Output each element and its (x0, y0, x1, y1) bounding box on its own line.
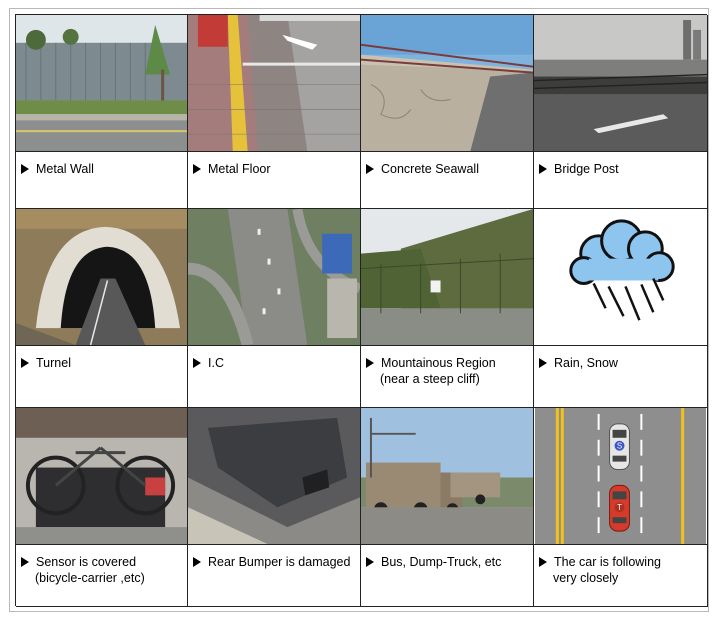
car-front-badge (614, 440, 625, 451)
triangle-bullet-icon (539, 164, 547, 174)
caption-mountainous: Mountainous Region (near a steep cliff) (361, 346, 534, 408)
triangle-bullet-icon (539, 358, 547, 368)
caption-concrete-seawall: Concrete Seawall (361, 152, 534, 209)
caption-bridge-post: Bridge Post (534, 152, 708, 209)
car-rear-label: T (617, 503, 622, 512)
triangle-bullet-icon (21, 557, 29, 567)
photo-mountainous-region (361, 209, 534, 346)
car-rear-badge (614, 502, 625, 513)
photo-bridge-post (534, 15, 708, 152)
rain-cloud-icon (534, 209, 708, 346)
triangle-bullet-icon (539, 557, 547, 567)
photo-dump-truck (361, 408, 534, 545)
photo-rear-bumper (188, 408, 361, 545)
triangle-bullet-icon (21, 164, 29, 174)
photo-metal-wall (16, 15, 188, 152)
car-front-label: S (617, 442, 622, 451)
caption-following: The car is following very closely (534, 545, 708, 607)
caption-rain-snow: Rain, Snow (534, 346, 708, 408)
triangle-bullet-icon (193, 164, 201, 174)
caption-bus-truck: Bus, Dump-Truck, etc (361, 545, 534, 607)
photo-tunnel (16, 209, 188, 346)
caption-sensor-covered: Sensor is covered (bicycle-carrier ,etc) (16, 545, 188, 607)
triangle-bullet-icon (21, 358, 29, 368)
triangle-bullet-icon (193, 557, 201, 567)
diagram-following-closely: S T (534, 408, 708, 545)
photo-metal-floor (188, 15, 361, 152)
caption-ic: I.C (188, 346, 361, 408)
triangle-bullet-icon (366, 557, 374, 567)
triangle-bullet-icon (366, 164, 374, 174)
caption-metal-floor: Metal Floor (188, 152, 361, 209)
photo-bicycle-carrier (16, 408, 188, 545)
photo-concrete-seawall (361, 15, 534, 152)
triangle-bullet-icon (366, 358, 374, 368)
scenario-grid: Metal Wall Metal Floor Concrete Seawall … (15, 14, 708, 607)
caption-metal-wall: Metal Wall (16, 152, 188, 209)
triangle-bullet-icon (193, 358, 201, 368)
caption-turnel: Turnel (16, 346, 188, 408)
caption-rear-bumper: Rear Bumper is damaged (188, 545, 361, 607)
photo-interchange (188, 209, 361, 346)
